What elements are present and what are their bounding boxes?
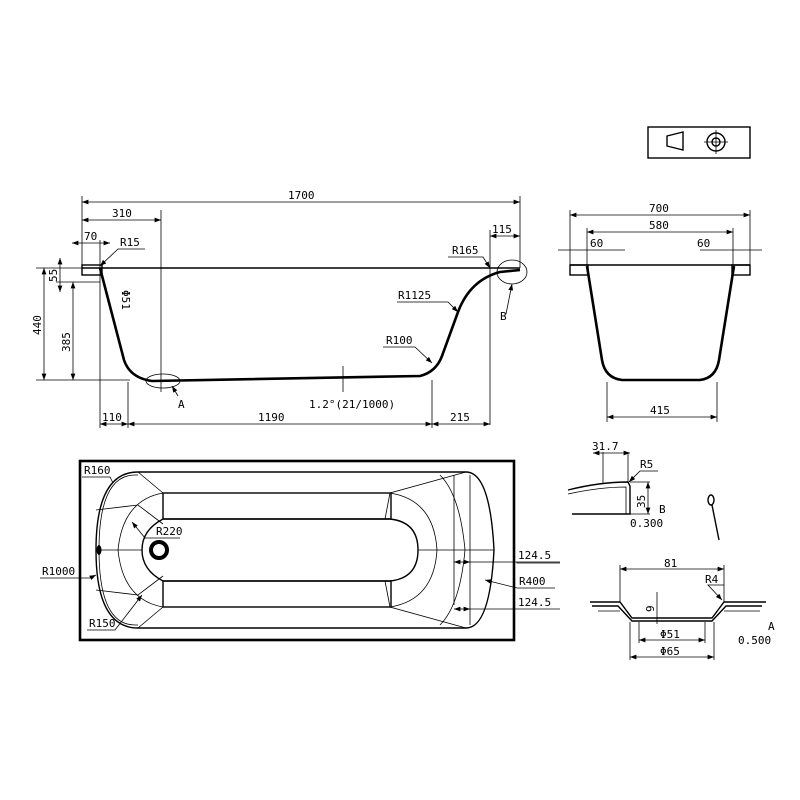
detail-a-scale: 0.500 [738, 634, 771, 647]
dim-r165: R165 [452, 244, 479, 257]
dim-overflow-dia: Φ51 [119, 290, 132, 310]
dim-124-5-top: 124.5 [518, 549, 551, 562]
dim-r1000: R1000 [42, 565, 75, 578]
dim-81: 81 [664, 557, 677, 570]
dim-1190: 1190 [258, 411, 285, 424]
dim-60-right: 60 [697, 237, 710, 250]
slope-note: 1.2°(21/1000) [309, 398, 395, 411]
dim-700: 700 [649, 202, 669, 215]
drain-icon [149, 540, 169, 560]
dim-310: 310 [112, 207, 132, 220]
dim-r160: R160 [84, 464, 111, 477]
side-view-labels: 1700 310 70 R15 115 R165 R1125 R100 Φ51 … [31, 189, 512, 424]
plan-view: R160 R1000 R220 R150 124.5 R400 124.5 [40, 459, 560, 642]
detail-a-callout: A [178, 398, 185, 411]
side-view [36, 196, 528, 428]
dim-dia-51: Φ51 [660, 628, 680, 641]
dim-r15: R15 [120, 236, 140, 249]
dim-70: 70 [84, 230, 97, 243]
dim-1700: 1700 [288, 189, 315, 202]
dim-r220: R220 [156, 525, 183, 538]
dim-31-7: 31.7 [592, 440, 619, 453]
dim-r5: R5 [640, 458, 653, 471]
detail-b-label: B [659, 503, 666, 516]
dim-215: 215 [450, 411, 470, 424]
dim-60-left: 60 [590, 237, 603, 250]
detail-b-scale: 0.300 [630, 517, 663, 530]
dim-35: 35 [635, 495, 648, 508]
end-view: 700 580 60 60 415 [558, 202, 762, 422]
detail-b: 31.7 R5 35 B 0.300 [567, 440, 666, 530]
dim-440: 440 [31, 315, 44, 335]
dim-385: 385 [60, 332, 73, 352]
dim-55: 55 [47, 269, 60, 282]
dim-580: 580 [649, 219, 669, 232]
dim-9: 9 [644, 605, 657, 612]
dim-124-5-bottom: 124.5 [518, 596, 551, 609]
dim-115: 115 [492, 223, 512, 236]
detail-a-label: A [768, 620, 775, 633]
dim-110: 110 [102, 411, 122, 424]
dim-r1125: R1125 [398, 289, 431, 302]
chain-plug-icon [707, 494, 720, 541]
dim-dia-65: Φ65 [660, 645, 680, 658]
dim-415: 415 [650, 404, 670, 417]
first-angle-projection-icon [647, 126, 751, 159]
detail-b-callout: B [500, 310, 507, 323]
dim-r150: R150 [89, 617, 116, 630]
dim-r4: R4 [705, 573, 719, 586]
dim-r400: R400 [519, 575, 546, 588]
detail-a: 81 R4 9 Φ51 Φ65 A 0.500 [590, 557, 775, 660]
dim-r100: R100 [386, 334, 413, 347]
